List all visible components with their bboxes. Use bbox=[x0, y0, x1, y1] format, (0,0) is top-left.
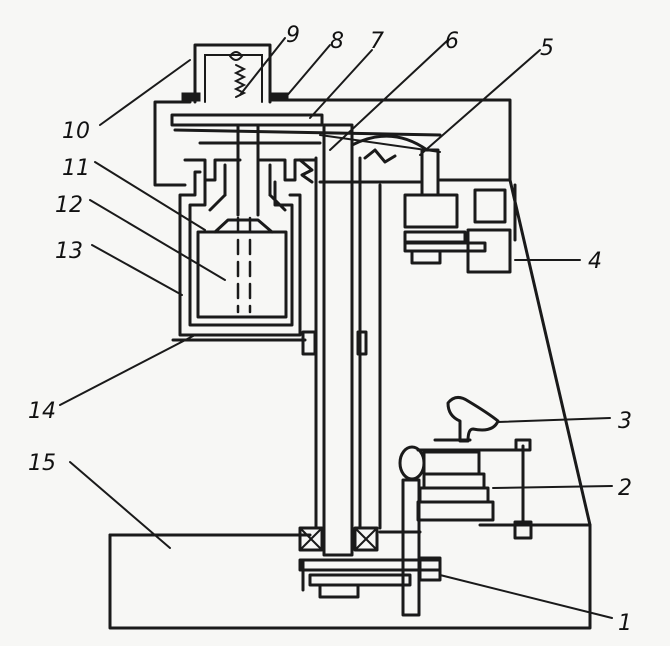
part-labels: 9 8 7 6 5 10 11 12 13 4 14 3 15 2 1 bbox=[28, 23, 632, 636]
column-frame bbox=[508, 178, 592, 527]
label-12: 12 bbox=[55, 193, 83, 218]
label-1: 1 bbox=[618, 611, 632, 636]
motor-group bbox=[403, 148, 512, 274]
base bbox=[108, 523, 592, 630]
label-7: 7 bbox=[370, 29, 384, 54]
label-15: 15 bbox=[28, 451, 56, 476]
label-4: 4 bbox=[588, 249, 602, 274]
label-6: 6 bbox=[445, 29, 459, 54]
label-2: 2 bbox=[618, 476, 632, 501]
main-shaft bbox=[298, 123, 429, 557]
stacked-pulleys bbox=[398, 438, 533, 540]
label-3: 3 bbox=[618, 409, 632, 434]
label-14: 14 bbox=[28, 399, 56, 424]
head-housing bbox=[153, 98, 512, 187]
leader-lines bbox=[59, 37, 613, 619]
spindle-block bbox=[183, 123, 317, 217]
tank-assembly bbox=[171, 170, 307, 342]
top-gear-plates bbox=[170, 113, 442, 153]
spring-cap bbox=[181, 43, 289, 104]
label-9: 9 bbox=[286, 23, 300, 48]
label-5: 5 bbox=[540, 36, 554, 61]
bottom-pulley bbox=[298, 478, 442, 617]
label-11: 11 bbox=[62, 156, 90, 181]
label-8: 8 bbox=[330, 29, 344, 54]
label-13: 13 bbox=[55, 239, 83, 264]
lever bbox=[433, 396, 500, 443]
label-10: 10 bbox=[62, 119, 90, 144]
